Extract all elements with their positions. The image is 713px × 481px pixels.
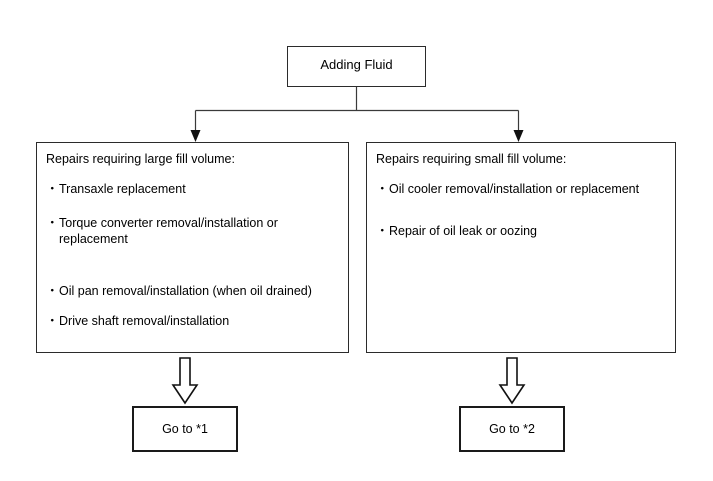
node-goto-2-label: Go to *2 — [489, 422, 535, 436]
list-item: ・ Repair of oil leak or oozing — [376, 223, 669, 239]
bullet-dot-icon: ・ — [46, 216, 59, 230]
node-large-fill-volume[interactable]: Repairs requiring large fill volume: ・ T… — [36, 142, 349, 353]
arrowhead-right-icon — [513, 130, 524, 142]
list-item: ・ Drive shaft removal/installation — [46, 313, 342, 329]
node-goto-1[interactable]: Go to *1 — [132, 406, 238, 452]
node-large-fill-volume-heading: Repairs requiring large fill volume: — [46, 152, 235, 166]
large-fill-volume-list: ・ Transaxle replacement ・ Torque convert… — [46, 181, 342, 347]
arrowhead-left-icon — [190, 130, 201, 142]
list-item-label: Repair of oil leak or oozing — [389, 224, 537, 238]
node-adding-fluid-label: Adding Fluid — [320, 57, 393, 72]
bullet-dot-icon: ・ — [46, 182, 59, 196]
node-small-fill-volume[interactable]: Repairs requiring small fill volume: ・ O… — [366, 142, 676, 353]
list-item: ・ Oil pan removal/installation (when oil… — [46, 283, 342, 299]
list-item-label: Transaxle replacement — [59, 182, 186, 196]
bullet-dot-icon: ・ — [376, 224, 389, 238]
list-item: ・ Torque converter removal/installation … — [46, 215, 342, 247]
list-item-label: Drive shaft removal/installation — [59, 314, 230, 328]
list-item-label: Oil cooler removal/installation or repla… — [389, 182, 640, 196]
block-arrow-down-left-icon — [171, 357, 199, 405]
node-goto-2[interactable]: Go to *2 — [459, 406, 565, 452]
list-item-label: Oil pan removal/installation (when oil d… — [59, 284, 312, 298]
list-item-label: Torque converter removal/installation or… — [59, 216, 278, 246]
node-goto-1-label: Go to *1 — [162, 422, 208, 436]
bullet-dot-icon: ・ — [46, 314, 59, 328]
node-small-fill-volume-heading: Repairs requiring small fill volume: — [376, 152, 567, 166]
list-item: ・ Oil cooler removal/installation or rep… — [376, 181, 669, 197]
list-item: ・ Transaxle replacement — [46, 181, 342, 197]
bullet-dot-icon: ・ — [376, 182, 389, 196]
small-fill-volume-list: ・ Oil cooler removal/installation or rep… — [376, 181, 669, 265]
node-adding-fluid[interactable]: Adding Fluid — [287, 46, 426, 87]
block-arrow-down-right-icon — [498, 357, 526, 405]
bullet-dot-icon: ・ — [46, 284, 59, 298]
